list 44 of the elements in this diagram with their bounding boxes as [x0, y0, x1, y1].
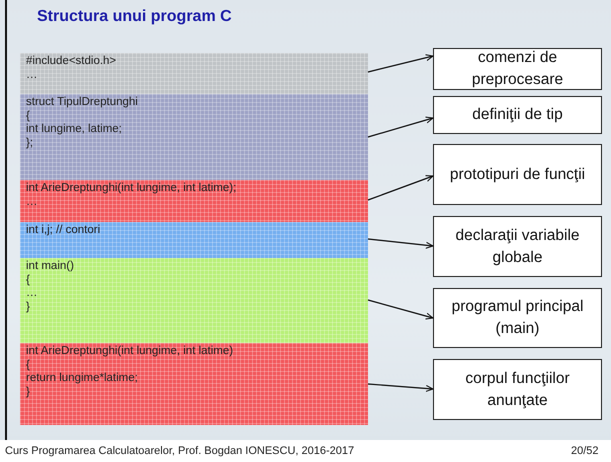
label-box [433, 288, 602, 348]
code-line: … [26, 68, 38, 82]
code-line: … [26, 287, 38, 300]
code-line: #include<stdio.h> [26, 55, 118, 68]
box-label: corpul funcţiilor anunţate [464, 368, 571, 410]
arrow [368, 175, 434, 201]
code-section [20, 258, 368, 343]
code-section [20, 53, 368, 94]
code-line: … [26, 196, 38, 209]
arrow [368, 238, 434, 249]
page-number: 20/52 [571, 445, 599, 457]
box-label: prototipuri de funcţii [450, 164, 586, 184]
code-section [20, 180, 368, 222]
label-box [433, 144, 602, 205]
code-line: }; [26, 136, 34, 150]
arrow [368, 383, 434, 392]
label-box [433, 96, 602, 134]
code-section [20, 94, 368, 180]
arrow [368, 54, 434, 73]
arrow [368, 116, 434, 138]
code-line: } [26, 386, 31, 399]
code-line: int lungime, latime; [26, 123, 123, 136]
box-label: programul principal (main) [450, 297, 584, 339]
code-section [20, 343, 368, 425]
footer-text: Curs Programarea Calculatoarelor, Prof. Bogdan IONESCU, 2016-2017 [5, 445, 354, 457]
label-box [433, 216, 602, 277]
code-line: } [26, 300, 31, 314]
code-line: int i,j; // contori [26, 224, 102, 238]
code-line: return lungime*latime; [26, 372, 139, 386]
box-label: comenzi de preprocesare [470, 48, 564, 90]
label-box [433, 359, 602, 420]
code-line: { [26, 274, 31, 287]
box-label: declaraţii variabile globale [454, 226, 581, 268]
code-line: int ArieDreptunghi(int lungime, int latime) [26, 345, 234, 358]
code-line: { [26, 358, 31, 372]
label-box [433, 48, 602, 90]
arrow [368, 299, 434, 320]
code-section [20, 222, 368, 258]
code-line: struct TipulDreptunghi [26, 96, 139, 110]
code-line: int main() [26, 260, 75, 274]
box-label: definiţii de tip [472, 105, 563, 125]
code-line: int ArieDreptunghi(int lungime, int latime); [26, 182, 238, 196]
slide-title: Structura unui program C [37, 8, 232, 26]
code-line: { [26, 110, 31, 123]
